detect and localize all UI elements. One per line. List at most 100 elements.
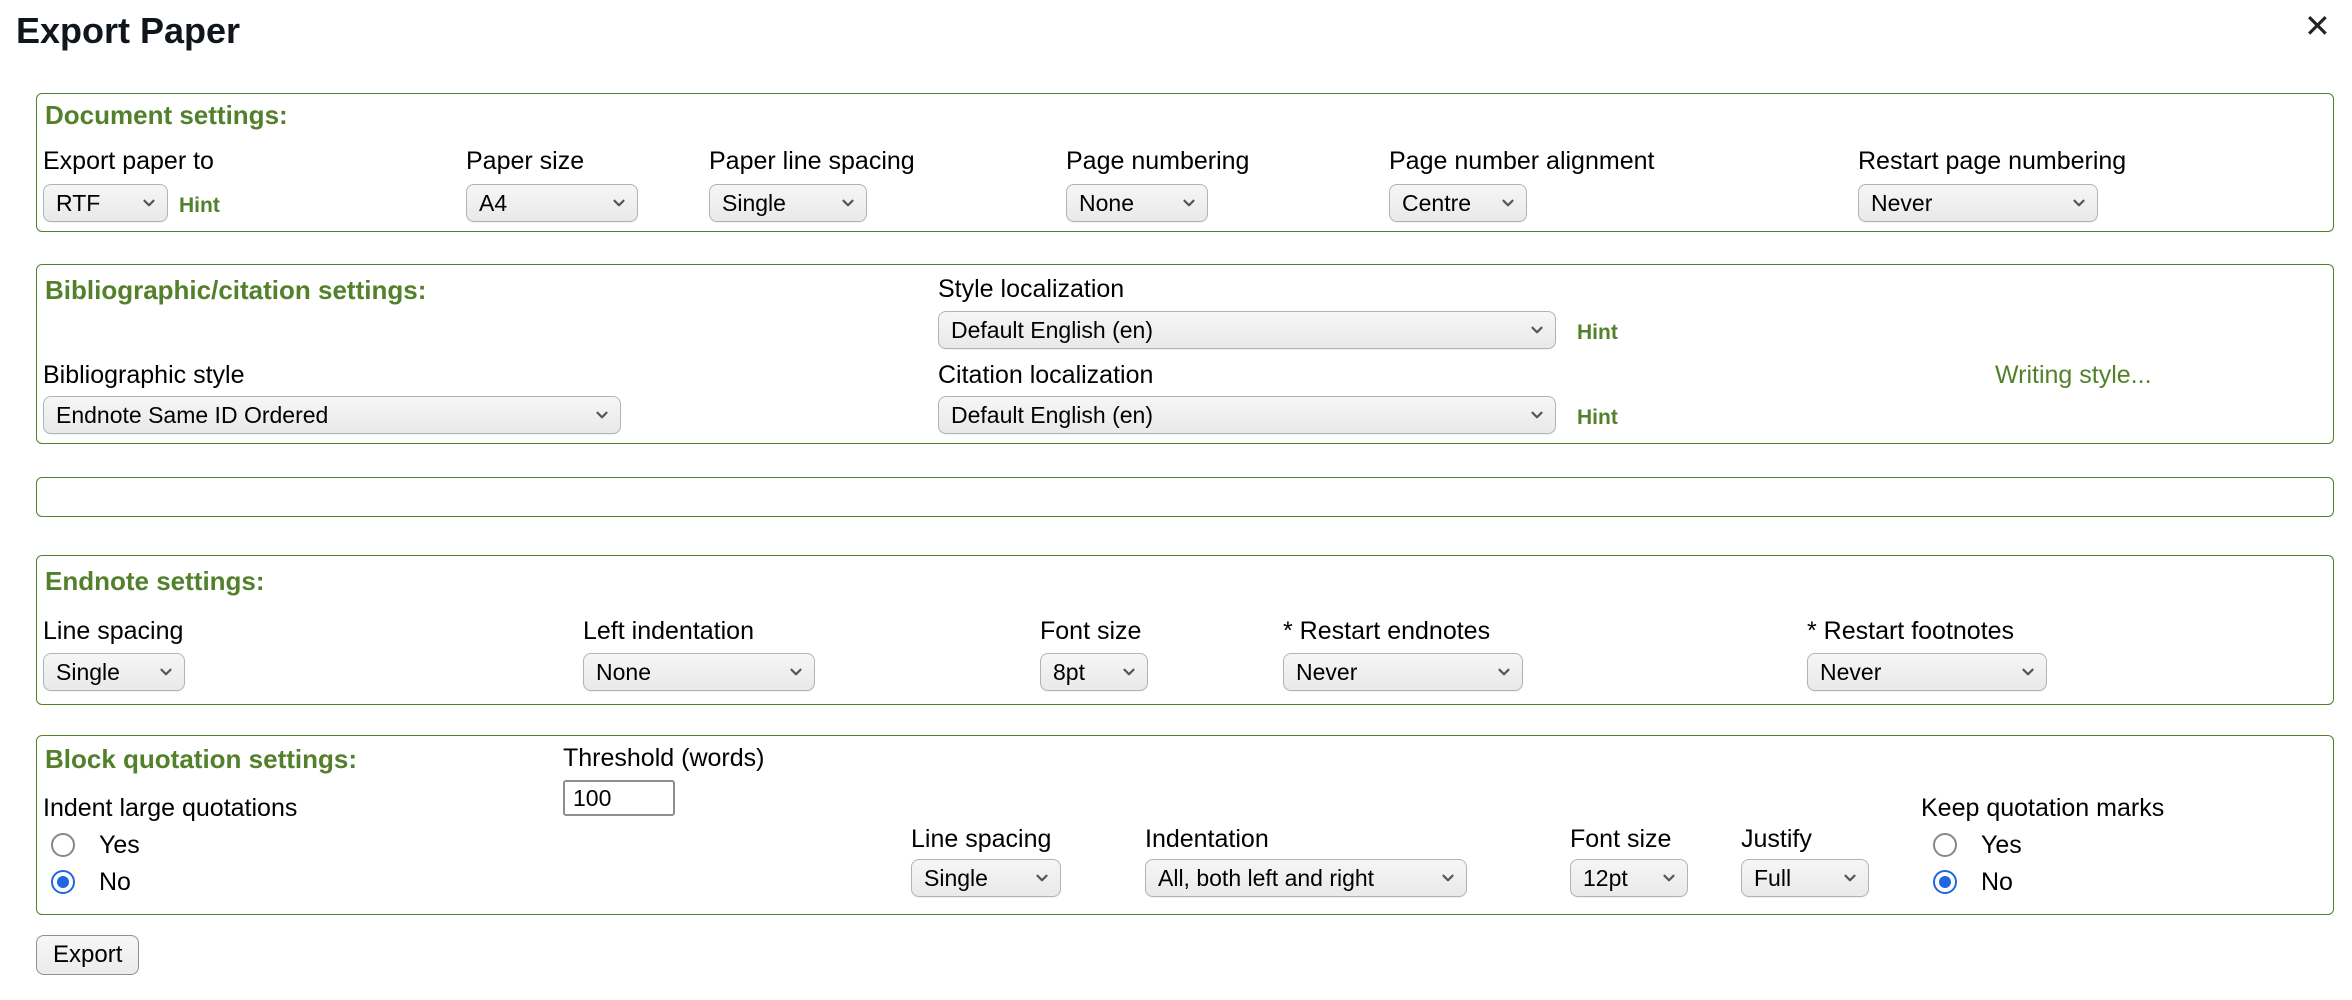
chevron-down-icon	[1120, 663, 1138, 681]
left-indentation-label: Left indentation	[583, 617, 754, 645]
endnote-line-spacing-label: Line spacing	[43, 617, 184, 645]
style-localization-value: Default English (en)	[951, 316, 1153, 343]
paper-size-select[interactable]: A4	[466, 184, 638, 222]
endnote-font-size-select[interactable]: 8pt	[1040, 653, 1148, 691]
document-settings-heading: Document settings:	[45, 100, 288, 130]
page-numbering-label: Page numbering	[1066, 147, 1250, 175]
paper-size-label: Paper size	[466, 147, 585, 175]
page-title: Export Paper	[16, 10, 241, 51]
indentation-value: All, both left and right	[1158, 864, 1375, 891]
indent-large-quotations-no-radio[interactable]	[51, 870, 75, 894]
chevron-down-icon	[1660, 869, 1678, 887]
style-localization-hint-link[interactable]: Hint	[1577, 321, 1618, 344]
threshold-input[interactable]	[563, 780, 675, 816]
restart-page-numbering-value: Never	[1871, 189, 1933, 216]
chevron-down-icon	[1841, 869, 1859, 887]
justify-label: Justify	[1741, 825, 1812, 853]
close-icon[interactable]: ✕	[2304, 8, 2331, 44]
restart-endnotes-value: Never	[1296, 658, 1358, 685]
chevron-down-icon	[1495, 663, 1513, 681]
indentation-select[interactable]: All, both left and right	[1145, 859, 1467, 897]
bibliographic-settings-heading: Bibliographic/citation settings:	[45, 275, 427, 305]
block-quotation-settings-section: Block quotation settings: Threshold (wor…	[36, 735, 2334, 915]
writing-style-link[interactable]: Writing style...	[1995, 361, 2152, 389]
empty-section	[36, 477, 2334, 517]
justify-value: Full	[1754, 864, 1792, 891]
chevron-down-icon	[1180, 194, 1198, 212]
chevron-down-icon	[839, 194, 857, 212]
endnote-settings-section: Endnote settings: Line spacing Single Le…	[36, 555, 2334, 705]
quote-line-spacing-select[interactable]: Single	[911, 859, 1061, 897]
indent-large-quotations-no-label[interactable]: No	[99, 868, 131, 896]
chevron-down-icon	[1499, 194, 1517, 212]
paper-size-value: A4	[479, 189, 508, 216]
endnote-font-size-label: Font size	[1040, 617, 1142, 645]
bibliographic-settings-section: Bibliographic/citation settings: Style l…	[36, 264, 2334, 444]
indent-large-quotations-label: Indent large quotations	[43, 794, 298, 822]
paper-line-spacing-label: Paper line spacing	[709, 147, 915, 175]
chevron-down-icon	[2019, 663, 2037, 681]
bibliographic-style-label: Bibliographic style	[43, 361, 245, 389]
bibliographic-style-value: Endnote Same ID Ordered	[56, 401, 329, 428]
page-number-alignment-label: Page number alignment	[1389, 147, 1655, 175]
endnote-font-size-value: 8pt	[1053, 658, 1085, 685]
paper-line-spacing-select[interactable]: Single	[709, 184, 867, 222]
style-localization-label: Style localization	[938, 275, 1125, 303]
quote-font-size-value: 12pt	[1583, 864, 1628, 891]
chevron-down-icon	[140, 194, 158, 212]
export-paper-to-label: Export paper to	[43, 147, 214, 175]
chevron-down-icon	[157, 663, 175, 681]
chevron-down-icon	[1439, 869, 1457, 887]
page-number-alignment-value: Centre	[1402, 189, 1472, 216]
chevron-down-icon	[1528, 406, 1546, 424]
restart-footnotes-value: Never	[1820, 658, 1882, 685]
export-paper-to-value: RTF	[56, 189, 101, 216]
keep-quotation-marks-label: Keep quotation marks	[1921, 794, 2165, 822]
threshold-label: Threshold (words)	[563, 744, 765, 772]
citation-localization-label: Citation localization	[938, 361, 1154, 389]
chevron-down-icon	[610, 194, 628, 212]
keep-quotation-marks-yes-label[interactable]: Yes	[1981, 831, 2022, 859]
export-button[interactable]: Export	[36, 935, 140, 975]
left-indentation-select[interactable]: None	[583, 653, 815, 691]
chevron-down-icon	[787, 663, 805, 681]
quote-font-size-label: Font size	[1570, 825, 1672, 853]
keep-quotation-marks-no-radio[interactable]	[1933, 870, 1957, 894]
restart-endnotes-label: * Restart endnotes	[1283, 617, 1491, 645]
bibliographic-style-select[interactable]: Endnote Same ID Ordered	[43, 396, 621, 434]
quote-line-spacing-label: Line spacing	[911, 825, 1052, 853]
page-number-alignment-select[interactable]: Centre	[1389, 184, 1527, 222]
quote-font-size-select[interactable]: 12pt	[1570, 859, 1688, 897]
page-numbering-value: None	[1079, 189, 1134, 216]
export-paper-to-hint-link[interactable]: Hint	[179, 194, 220, 217]
citation-localization-select[interactable]: Default English (en)	[938, 396, 1556, 434]
justify-select[interactable]: Full	[1741, 859, 1869, 897]
restart-endnotes-select[interactable]: Never	[1283, 653, 1523, 691]
restart-footnotes-label: * Restart footnotes	[1807, 617, 2015, 645]
left-indentation-value: None	[596, 658, 651, 685]
citation-localization-hint-link[interactable]: Hint	[1577, 406, 1618, 429]
endnote-settings-heading: Endnote settings:	[45, 566, 265, 596]
restart-page-numbering-select[interactable]: Never	[1858, 184, 2098, 222]
chevron-down-icon	[593, 406, 611, 424]
indent-large-quotations-yes-radio[interactable]	[51, 833, 75, 857]
indentation-label: Indentation	[1145, 825, 1269, 853]
paper-line-spacing-value: Single	[722, 189, 786, 216]
keep-quotation-marks-no-label[interactable]: No	[1981, 868, 2013, 896]
quote-line-spacing-value: Single	[924, 864, 988, 891]
chevron-down-icon	[2070, 194, 2088, 212]
endnote-line-spacing-select[interactable]: Single	[43, 653, 185, 691]
document-settings-section: Document settings: Export paper to RTF H…	[36, 93, 2334, 232]
keep-quotation-marks-yes-radio[interactable]	[1933, 833, 1957, 857]
style-localization-select[interactable]: Default English (en)	[938, 311, 1556, 349]
citation-localization-value: Default English (en)	[951, 401, 1153, 428]
page-numbering-select[interactable]: None	[1066, 184, 1208, 222]
indent-large-quotations-yes-label[interactable]: Yes	[99, 831, 140, 859]
block-quotation-settings-heading: Block quotation settings:	[45, 744, 357, 774]
export-paper-to-select[interactable]: RTF	[43, 184, 168, 222]
endnote-line-spacing-value: Single	[56, 658, 120, 685]
restart-footnotes-select[interactable]: Never	[1807, 653, 2047, 691]
chevron-down-icon	[1528, 321, 1546, 339]
restart-page-numbering-label: Restart page numbering	[1858, 147, 2127, 175]
